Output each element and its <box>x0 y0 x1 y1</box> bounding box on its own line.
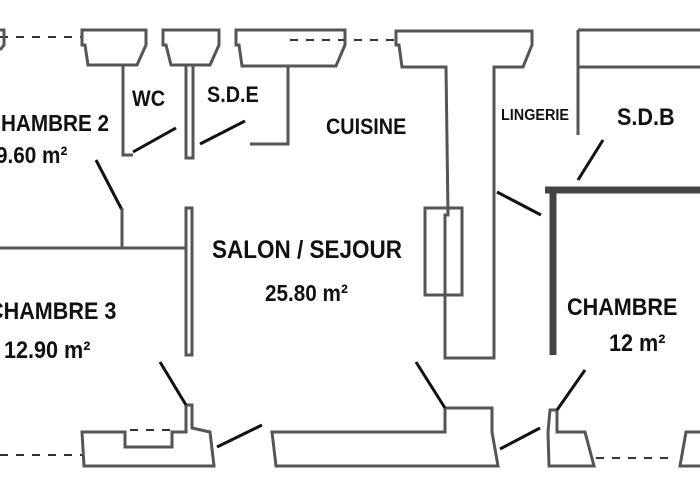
room-area-chambre3: 12.90 m² <box>4 337 91 364</box>
room-name-salon: SALON / SEJOUR <box>212 236 403 264</box>
lingerie-door <box>496 190 542 217</box>
chambre3-door <box>158 361 188 406</box>
room-name-chambre: CHAMBRE <box>567 294 678 321</box>
sde-wall <box>250 66 290 146</box>
chambre-door <box>555 369 587 411</box>
room-name-lingerie: LINGERIE <box>501 107 570 124</box>
wc-wall <box>121 66 133 157</box>
window-block-bottom-left <box>80 403 216 468</box>
sdb-door <box>576 139 605 181</box>
chambre2-wall <box>0 208 186 250</box>
room-name-sdb: S.D.B <box>617 104 675 131</box>
window-block-bottom-right <box>546 408 596 468</box>
entry-door <box>216 423 263 449</box>
kitchen-box <box>423 206 464 297</box>
bottom-door <box>499 426 541 451</box>
window-block-2 <box>161 28 221 67</box>
window-block-bottom-mid <box>270 406 500 468</box>
window-block-bottom-edge <box>678 430 700 468</box>
room-area-chambre2: 9.60 m² <box>0 142 68 168</box>
wall-top-left-edge <box>0 28 6 51</box>
room-area-chambre: 12 m² <box>609 330 666 357</box>
salon-door <box>414 361 447 409</box>
wc-sde-partition <box>184 66 195 160</box>
lingerie-walls <box>576 28 700 135</box>
room-area-salon: 25.80 m² <box>265 280 348 306</box>
kitchen-t-wall <box>394 29 534 360</box>
sde-door <box>199 119 246 146</box>
window-block-3 <box>234 28 347 68</box>
wc-door <box>132 126 177 154</box>
room-name-sde: S.D.E <box>207 82 259 107</box>
window-block-1 <box>80 28 148 67</box>
chambre2-door <box>94 159 124 211</box>
room-name-wc: WC <box>132 86 165 111</box>
room-name-chambre2: CHAMBRE 2 <box>0 110 110 136</box>
salon-partition <box>184 206 194 357</box>
room-name-cuisine: CUISINE <box>326 114 407 139</box>
room-name-chambre3: CHAMBRE 3 <box>0 298 117 325</box>
